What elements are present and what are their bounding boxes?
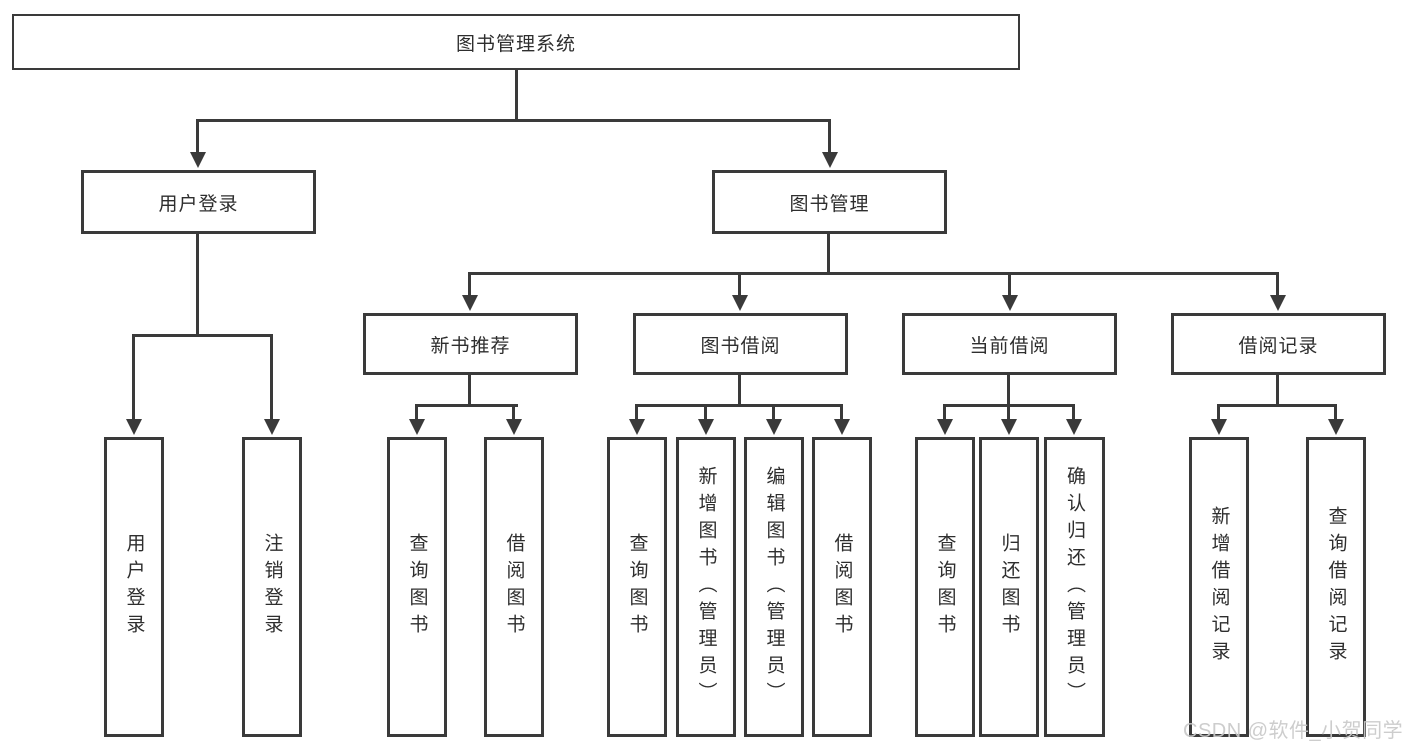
connector-arrow-down: [1217, 404, 1220, 419]
connector-line: [468, 272, 1279, 275]
node-book-borrow: 图书借阅: [633, 313, 848, 375]
connector-line: [515, 70, 518, 120]
node-label: 图书管理: [789, 193, 870, 215]
leaf-label: 用户登录: [123, 533, 145, 641]
connector-arrow-down: [943, 404, 946, 419]
connector-arrow-down: [828, 119, 831, 152]
connector-arrow-down: [270, 334, 273, 419]
leaf-newbook-borrow-books: 借阅图书: [484, 437, 544, 737]
connector-line: [196, 119, 831, 122]
connector-line: [738, 375, 741, 406]
leaf-record-query-borrow-record: 查询借阅记录: [1306, 437, 1366, 737]
leaf-newbook-query-books: 查询图书: [387, 437, 447, 737]
node-label: 新书推荐: [430, 335, 511, 357]
connector-arrow-down: [738, 272, 741, 295]
leaf-label: 查询图书: [626, 533, 648, 641]
node-book-management: 图书管理: [712, 170, 947, 234]
connector-arrow-down: [132, 334, 135, 419]
connector-line: [1276, 375, 1279, 406]
connector-line: [415, 404, 518, 407]
node-label: 当前借阅: [969, 335, 1050, 357]
leaf-current-return-books: 归还图书: [979, 437, 1039, 737]
leaf-borrow-query-books: 查询图书: [607, 437, 667, 737]
connector-arrow-down: [468, 272, 471, 295]
node-current-borrow: 当前借阅: [902, 313, 1117, 375]
connector-line: [827, 234, 830, 274]
connector-line: [1217, 404, 1337, 407]
node-label: 用户登录: [158, 193, 239, 215]
leaf-borrow-borrow-books: 借阅图书: [812, 437, 872, 737]
leaf-label: 注销登录: [261, 533, 283, 641]
node-label: 图书借阅: [700, 335, 781, 357]
leaf-label: 归还图书: [998, 533, 1020, 641]
connector-arrow-down: [1007, 404, 1010, 419]
leaf-logout: 注销登录: [242, 437, 302, 737]
leaf-label: 编辑图书（管理员）: [763, 465, 785, 709]
connector-arrow-down: [512, 404, 515, 419]
connector-arrow-down: [415, 404, 418, 419]
node-new-book-recommend: 新书推荐: [363, 313, 578, 375]
connector-line: [635, 404, 843, 407]
leaf-borrow-add-books-admin: 新增图书（管理员）: [676, 437, 736, 737]
node-borrow-record: 借阅记录: [1171, 313, 1386, 375]
connector-arrow-down: [1008, 272, 1011, 295]
node-library-system: 图书管理系统: [12, 14, 1020, 70]
connector-arrow-down: [1334, 404, 1337, 419]
connector-line: [196, 234, 199, 335]
connector-arrow-down: [196, 119, 199, 152]
leaf-borrow-edit-books-admin: 编辑图书（管理员）: [744, 437, 804, 737]
connector-line: [1007, 375, 1010, 406]
leaf-label: 确认归还（管理员）: [1064, 465, 1085, 709]
leaf-label: 新增借阅记录: [1208, 506, 1230, 668]
connector-arrow-down: [704, 404, 707, 419]
connector-arrow-down: [635, 404, 638, 419]
connector-arrow-down: [840, 404, 843, 419]
leaf-label: 新增图书（管理员）: [695, 465, 717, 709]
node-label: 借阅记录: [1238, 335, 1319, 357]
connector-arrow-down: [1072, 404, 1075, 419]
leaf-current-confirm-return-admin: 确认归还（管理员）: [1044, 437, 1105, 737]
leaf-current-query-books: 查询图书: [915, 437, 975, 737]
csdn-watermark: CSDN @软件_小贺同学: [1183, 720, 1404, 742]
leaf-label: 查询借阅记录: [1325, 506, 1347, 668]
leaf-label: 查询图书: [406, 533, 428, 641]
connector-line: [468, 375, 471, 406]
leaf-label: 查询图书: [934, 533, 956, 641]
leaf-label: 借阅图书: [831, 533, 853, 641]
leaf-user-login: 用户登录: [104, 437, 164, 737]
connector-arrow-down: [1276, 272, 1279, 295]
leaf-label: 借阅图书: [503, 533, 525, 641]
connector-arrow-down: [772, 404, 775, 419]
node-label: 图书管理系统: [455, 33, 576, 55]
connector-line: [132, 334, 273, 337]
node-user-login: 用户登录: [81, 170, 316, 234]
leaf-record-add-borrow-record: 新增借阅记录: [1189, 437, 1249, 737]
